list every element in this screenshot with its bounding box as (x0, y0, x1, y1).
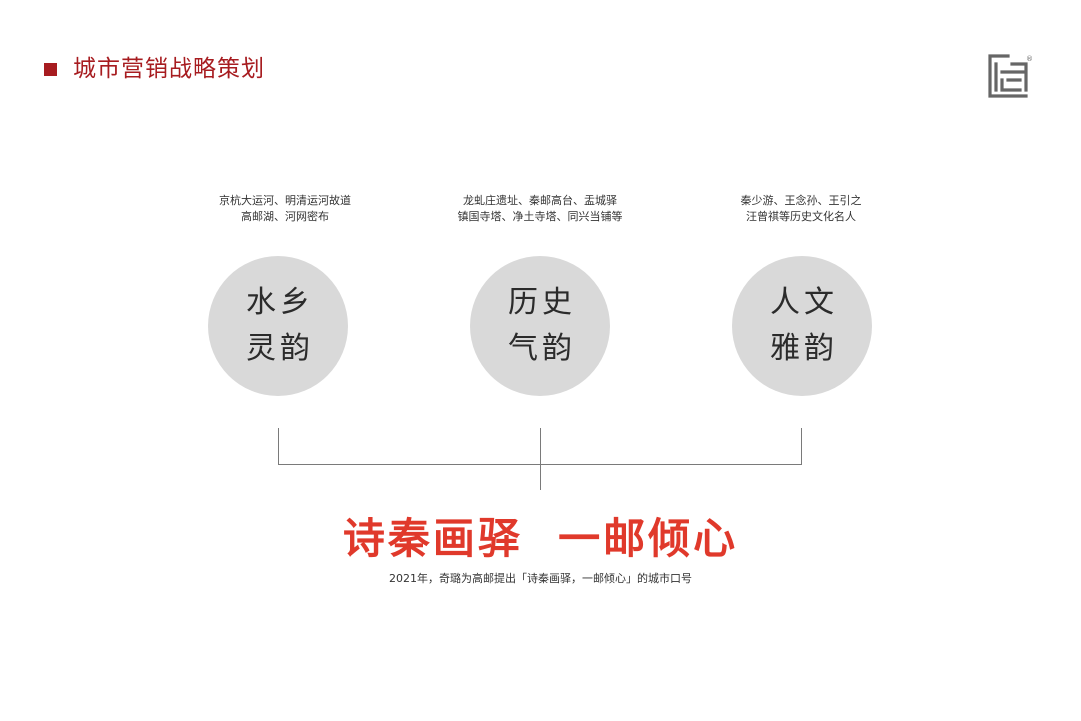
page-title: 城市营销战略策划 (73, 56, 265, 82)
description-line: 高邮湖、河网密布 (241, 210, 329, 223)
pillar-circle-culture: 人文 雅韵 (732, 256, 872, 396)
circle-label-line: 灵韵 (246, 331, 314, 366)
pillar-description-history: 龙虬庄遗址、秦邮高台、盂城驿 镇国寺塔、净土寺塔、同兴当铺等 (420, 193, 660, 225)
description-line: 京杭大运河、明清运河故道 (219, 194, 351, 207)
city-slogan: 诗秦画驿 一邮倾心 (342, 514, 739, 563)
circle-label-line: 人文 (770, 285, 838, 320)
pillar-description-water: 京杭大运河、明清运河故道 高邮湖、河网密布 (165, 193, 405, 225)
description-line: 汪曾祺等历史文化名人 (746, 210, 856, 223)
pillar-description-culture: 秦少游、王念孙、王引之 汪曾祺等历史文化名人 (681, 193, 921, 225)
circle-label-line: 水乡 (246, 285, 314, 320)
circle-label-line: 雅韵 (770, 331, 838, 366)
square-bullet-icon (44, 62, 57, 76)
circle-label-line: 历史 (508, 285, 576, 320)
registered-mark: ® (1026, 55, 1033, 63)
description-line: 秦少游、王念孙、王引之 (740, 194, 862, 207)
slogan-caption: 2021年，奇璐为高邮提出「诗秦画驿，一邮倾心」的城市口号 (389, 572, 692, 585)
description-line: 镇国寺塔、净土寺塔、同兴当铺等 (457, 210, 623, 223)
circle-label-line: 气韵 (508, 331, 576, 366)
page-header: 城市营销战略策划 (44, 54, 265, 84)
description-line: 龙虬庄遗址、秦邮高台、盂城驿 (463, 194, 617, 207)
pillar-circle-water: 水乡 灵韵 (208, 256, 348, 396)
brand-logo-icon: ® (988, 54, 1033, 98)
pillar-circle-history: 历史 气韵 (470, 256, 610, 396)
